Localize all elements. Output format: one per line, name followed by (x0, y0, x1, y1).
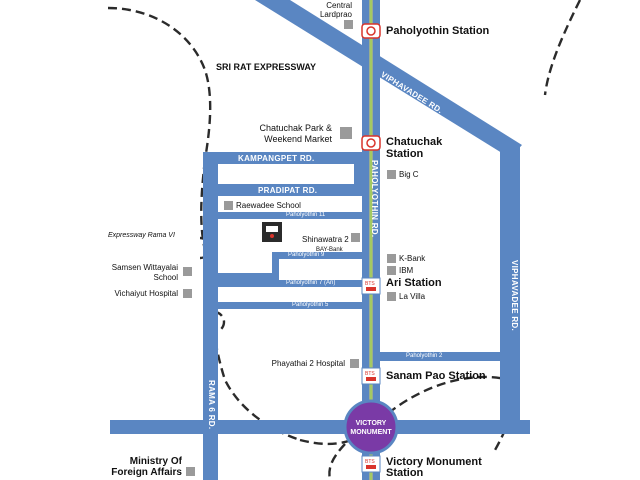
sanam-pao-station-icon: BTS (361, 367, 381, 385)
expressway-label: SRI RAT EXPRESSWAY (216, 62, 317, 72)
chatuchak-park-label-2: Weekend Market (264, 134, 332, 144)
ministry-building-icon (186, 467, 195, 476)
soi-11-label: Paholyothin 11 (286, 212, 326, 218)
ministry-label-2: Foreign Affairs (111, 467, 182, 478)
svg-text:BTS: BTS (365, 281, 375, 287)
chatuchak-station-label-2: Station (386, 148, 424, 160)
shinawatra-label: Shinawatra 2 (302, 235, 349, 244)
ibm-label: IBM (399, 266, 414, 275)
raewadee-label: Raewadee School (236, 201, 301, 210)
soi-5-road (218, 302, 362, 309)
soi-9-label: Paholyothin 9 (288, 252, 325, 258)
victory-station-label-1: Victory Monument (386, 456, 482, 468)
kampangpet-road-label: KAMPANGPET RD. (238, 154, 315, 163)
expressway-line-east (543, 0, 582, 96)
soi-5-label: Paholyothin 5 (292, 302, 329, 308)
office-building-icon (262, 222, 282, 242)
samsen-building-icon (183, 267, 192, 276)
expressway-rama6-label: Expressway Rama VI (108, 232, 175, 239)
shinawatra-building-icon (351, 233, 360, 242)
vichaiyut-building-icon (183, 289, 192, 298)
monument-label-1: VICTORY (355, 420, 387, 427)
victory-main-road (110, 420, 530, 434)
raewadee-building-icon (224, 201, 233, 210)
kbank-label: K-Bank (399, 254, 426, 263)
sanam-pao-station-label: Sanam Pao Station (386, 370, 486, 382)
expressway-line-south (328, 443, 346, 480)
soi-9-lower (218, 273, 279, 280)
soi-2-label: Paholyothin 2 (406, 353, 443, 359)
chatuchak-station-label-1: Chatuchak (386, 136, 443, 148)
chatuchak-park-label-1: Chatuchak Park & (259, 123, 332, 133)
bigc-label: Big C (399, 170, 419, 179)
soi-7-road (218, 280, 362, 287)
monument-label-2: MONUMENT (350, 429, 392, 436)
rama6-road (203, 152, 218, 480)
ibm-building-icon (387, 266, 396, 275)
baybank-label: BAY-Bank (316, 247, 343, 253)
rama6-road-label: RAMA 6 RD. (207, 380, 216, 430)
svg-text:BTS: BTS (365, 371, 375, 377)
expressway-line-southeast (299, 375, 516, 451)
phayathai-label: Phayathai 2 Hospital (271, 359, 345, 368)
lavilla-building-icon (387, 292, 396, 301)
viphavadee-side-label: VIPHAVADEE RD. (510, 260, 519, 332)
victory-station-label-2: Station (386, 467, 424, 479)
soi-9-connector (272, 252, 279, 274)
pradipat-connector (354, 164, 362, 184)
victory-station-icon: BTS (361, 455, 381, 473)
kampangpet-road (203, 152, 380, 164)
ari-station-icon: BTS (361, 277, 381, 295)
samsen-label-1: Samsen Wittayalai (111, 263, 178, 272)
central-label-1: Central (326, 1, 352, 10)
expressway-line-north (107, 6, 212, 161)
paholyothin-road-label: PAHOLYOTHIN RD. (370, 160, 379, 238)
expressway-line-west (200, 159, 301, 442)
phayathai-building-icon (350, 359, 359, 368)
central-building-icon (344, 20, 353, 29)
svg-text:BTS: BTS (365, 459, 375, 465)
ari-station-label: Ari Station (386, 277, 442, 289)
soi-11-road (218, 212, 362, 219)
paholyothin-station-icon (361, 23, 381, 39)
vichaiyut-label: Vichaiyut Hospital (114, 289, 178, 298)
lavilla-label: La Villa (399, 292, 426, 301)
chatuchak-station-icon (361, 135, 381, 151)
soi-7-label: Paholyothin 7 (Ari) (286, 280, 336, 286)
pradipat-road (218, 184, 362, 196)
soi-9-road (272, 252, 362, 259)
viphavadee-road-diagonal (255, 0, 522, 158)
ministry-label-1: Ministry Of (129, 456, 182, 467)
samsen-label-2: School (153, 273, 178, 282)
bigc-building-icon (387, 170, 396, 179)
victory-monument-circle (343, 399, 399, 455)
viphavadee-road-vertical (500, 145, 520, 425)
pradipat-road-label: PRADIPAT RD. (258, 186, 318, 195)
paholyothin-station-label: Paholyothin Station (386, 25, 490, 37)
central-label-2: Lardprao (319, 10, 352, 19)
soi-2-road (380, 352, 500, 361)
kbank-building-icon (387, 254, 396, 263)
chatuchak-park-building-icon (340, 127, 352, 139)
